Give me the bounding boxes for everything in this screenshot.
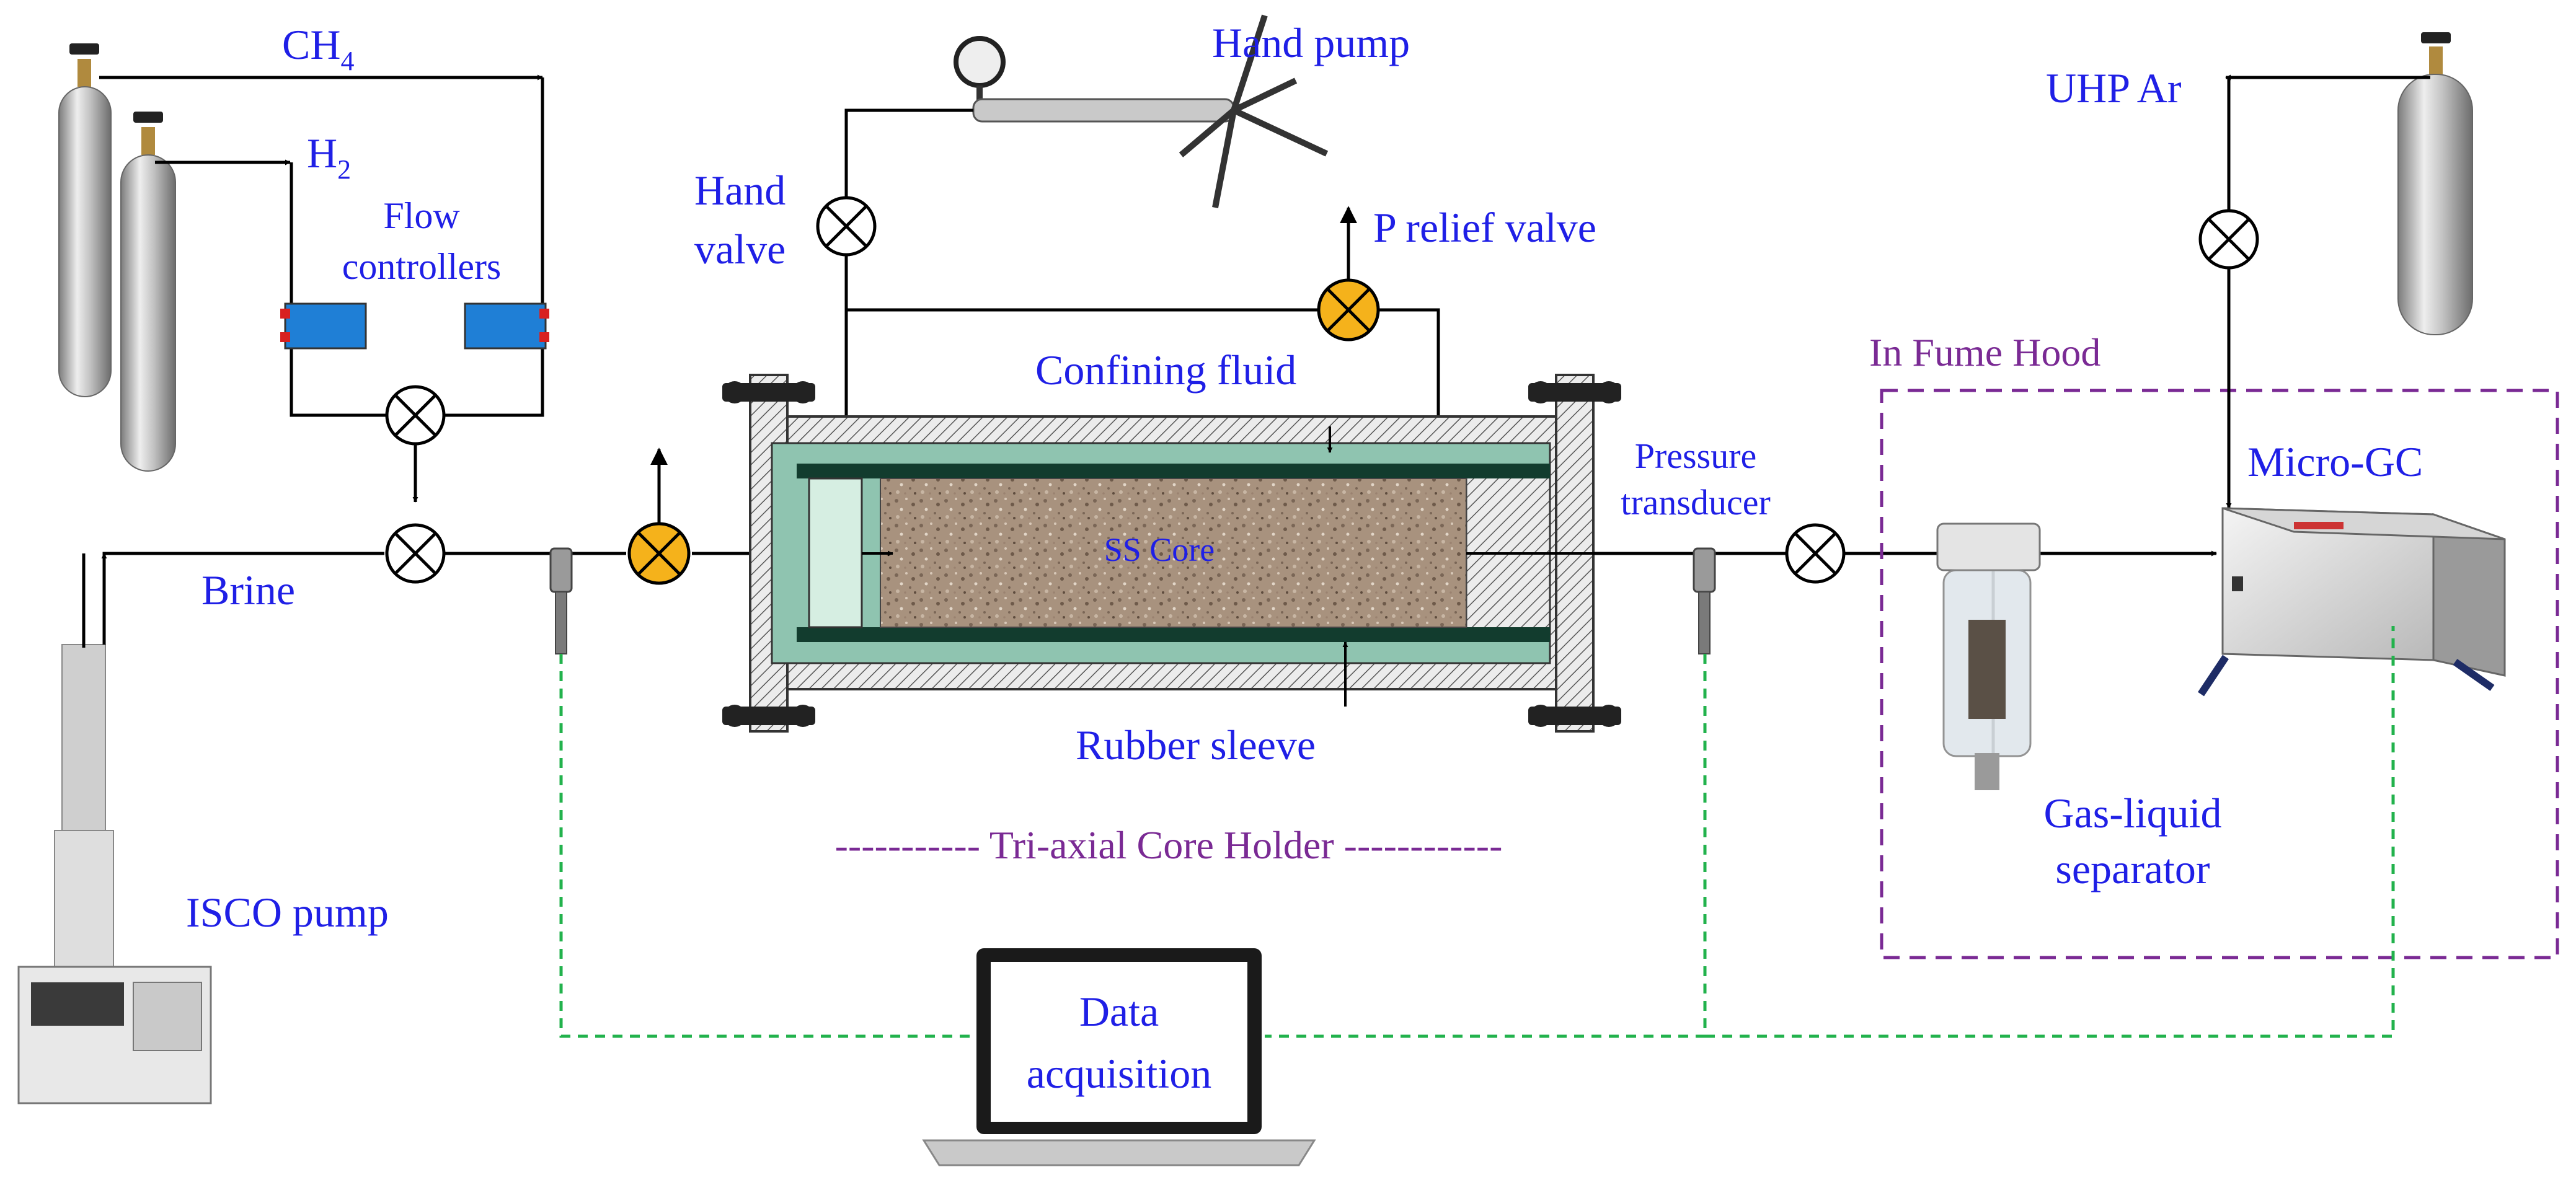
flow-controllers-label-line1: Flow — [383, 195, 460, 236]
outlet-pressure-sensor — [1693, 547, 1716, 654]
flow-controller-right — [464, 302, 549, 350]
pressure-transducer-label-line2: transducer — [1621, 482, 1771, 522]
outlet-piping — [1593, 550, 2217, 775]
inlet-distributor — [808, 477, 863, 628]
argon-valve — [2198, 209, 2259, 270]
uhp-ar-gas-cylinder — [2397, 32, 2473, 335]
p-relief-valve-label: P relief valve — [1373, 204, 1596, 251]
hand-pump-label: Hand pump — [1212, 19, 1410, 66]
gas-liquid-separator-label-line1: Gas-liquid — [2043, 790, 2221, 837]
gas-liquid-separator-label-line2: separator — [2055, 845, 2210, 892]
fume-hood-boundary — [1880, 389, 2559, 959]
ch4-gas-cylinder — [58, 43, 112, 397]
gas-mixing-valve — [385, 385, 446, 446]
ss-core-label: SS Core — [1104, 531, 1215, 568]
uhp-ar-label: UHP Ar — [2046, 64, 2182, 112]
core-holder-title: ----------- Tri-axial Core Holder ------… — [835, 823, 1503, 867]
micro-gc-label: Micro-GC — [2247, 438, 2423, 485]
rubber-sleeve-label: Rubber sleeve — [1076, 721, 1316, 769]
gas-piping — [99, 74, 544, 503]
pressure-relief-valve — [1317, 278, 1380, 341]
h2-gas-cylinder — [120, 112, 176, 472]
h2-label: H2 — [307, 130, 351, 185]
hand-valve — [816, 196, 877, 257]
isco-pump-label: ISCO pump — [186, 889, 389, 936]
outlet-valve — [1785, 523, 1846, 584]
brine-label: Brine — [201, 566, 295, 614]
confining-fluid-label: Confining fluid — [1035, 346, 1296, 394]
flow-controller-left — [280, 302, 367, 350]
flow-controllers-label-line2: controllers — [342, 246, 502, 287]
inlet-relief-valve — [627, 447, 691, 585]
in-fume-hood-label: In Fume Hood — [1869, 330, 2100, 374]
laptop-computer — [922, 948, 1316, 1166]
isco-pump-device — [17, 644, 212, 1104]
argon-piping — [2225, 74, 2430, 509]
data-acquisition-label-line2: acquisition — [1027, 1050, 1211, 1097]
data-acquisition-label-line1: Data — [1079, 988, 1159, 1035]
rubber-sleeve-bottom — [797, 627, 1550, 642]
signal-wiring — [559, 626, 2395, 1038]
brine-line — [82, 550, 807, 648]
ch4-label: CH4 — [282, 21, 354, 76]
inlet-junction-valve — [385, 523, 446, 584]
tri-axial-core-holder — [722, 374, 1621, 733]
rubber-sleeve-top — [797, 464, 1550, 478]
pressure-transducer-label-line1: Pressure — [1635, 436, 1757, 476]
gas-liquid-separator-device — [1936, 522, 2041, 790]
hand-valve-label-line1: Hand — [694, 167, 786, 214]
ss-core-sample — [880, 478, 1467, 628]
inlet-pressure-sensor — [549, 547, 573, 654]
hand-pump-device — [954, 14, 1329, 208]
micro-gc-device — [2198, 507, 2506, 697]
hand-valve-label-line2: valve — [694, 226, 786, 273]
